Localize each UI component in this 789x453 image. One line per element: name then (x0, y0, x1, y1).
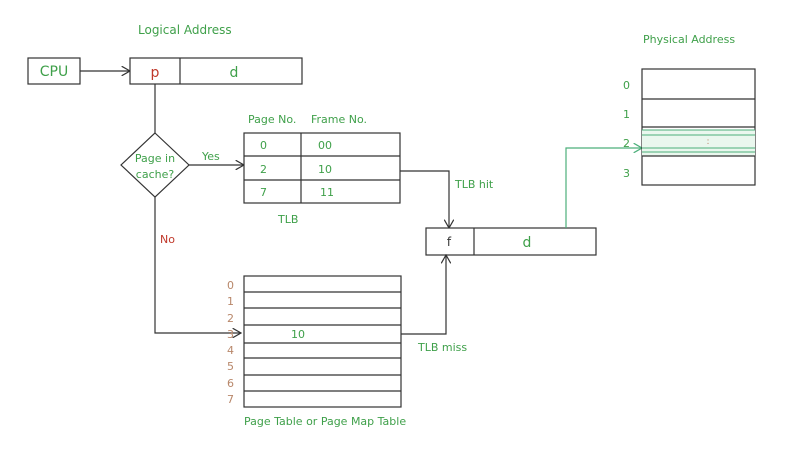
tlb-title: TLB (277, 213, 298, 226)
memory-marker: : (706, 137, 709, 147)
tlb-col-page: Page No. (248, 113, 296, 126)
tlb-hit-label: TLB hit (454, 178, 494, 191)
page-index: 6 (227, 377, 234, 390)
to-physical-memory-arrow (565, 148, 642, 228)
physical-address-register (425, 227, 597, 256)
frame-index: 3 (623, 167, 630, 180)
tlb-row-page: 2 (260, 163, 267, 176)
logical-address-box (129, 57, 303, 85)
physical-memory (641, 68, 756, 186)
page-index: 3 (227, 328, 234, 341)
page-index: 4 (227, 344, 234, 357)
decision-line2: cache? (136, 168, 175, 181)
tlb-row-frame: 11 (320, 186, 334, 199)
tlb-row-page: 7 (260, 186, 267, 199)
yes-label: Yes (201, 150, 220, 163)
tlb-row-frame: 00 (318, 139, 332, 152)
cpu-label: CPU (40, 64, 68, 80)
tlb-miss-label: TLB miss (417, 341, 467, 354)
page-index: 0 (227, 279, 234, 292)
page-table-title: Page Table or Page Map Table (244, 415, 406, 428)
no-arrow (154, 197, 241, 333)
logical-address-title: Logical Address (138, 23, 232, 37)
tlb-row-frame: 10 (318, 163, 332, 176)
page-index: 2 (227, 312, 234, 325)
tlb-row-page: 0 (260, 139, 267, 152)
decision-diamond (120, 132, 190, 198)
tlb-table (243, 132, 401, 204)
frame-index: 1 (623, 108, 630, 121)
tlb-col-frame: Frame No. (311, 113, 367, 126)
page-index: 5 (227, 360, 234, 373)
page-index: 7 (227, 393, 234, 406)
page-index: 1 (227, 295, 234, 308)
page-number-field: p (151, 65, 160, 81)
frame-index: 0 (623, 79, 630, 92)
physical-address-title: Physical Address (643, 33, 735, 46)
page-table-entry: 10 (291, 328, 305, 341)
page-table (243, 275, 402, 408)
frame-field: f (447, 235, 452, 249)
register-offset-field: d (523, 235, 532, 251)
decision-line1: Page in (135, 152, 175, 165)
cpu-box (27, 57, 81, 85)
tlb-hit-arrow (400, 170, 449, 228)
frame-index: 2 (623, 137, 630, 150)
tlb-miss-arrow (401, 255, 446, 335)
offset-field: d (230, 65, 239, 81)
no-label: No (160, 233, 175, 246)
